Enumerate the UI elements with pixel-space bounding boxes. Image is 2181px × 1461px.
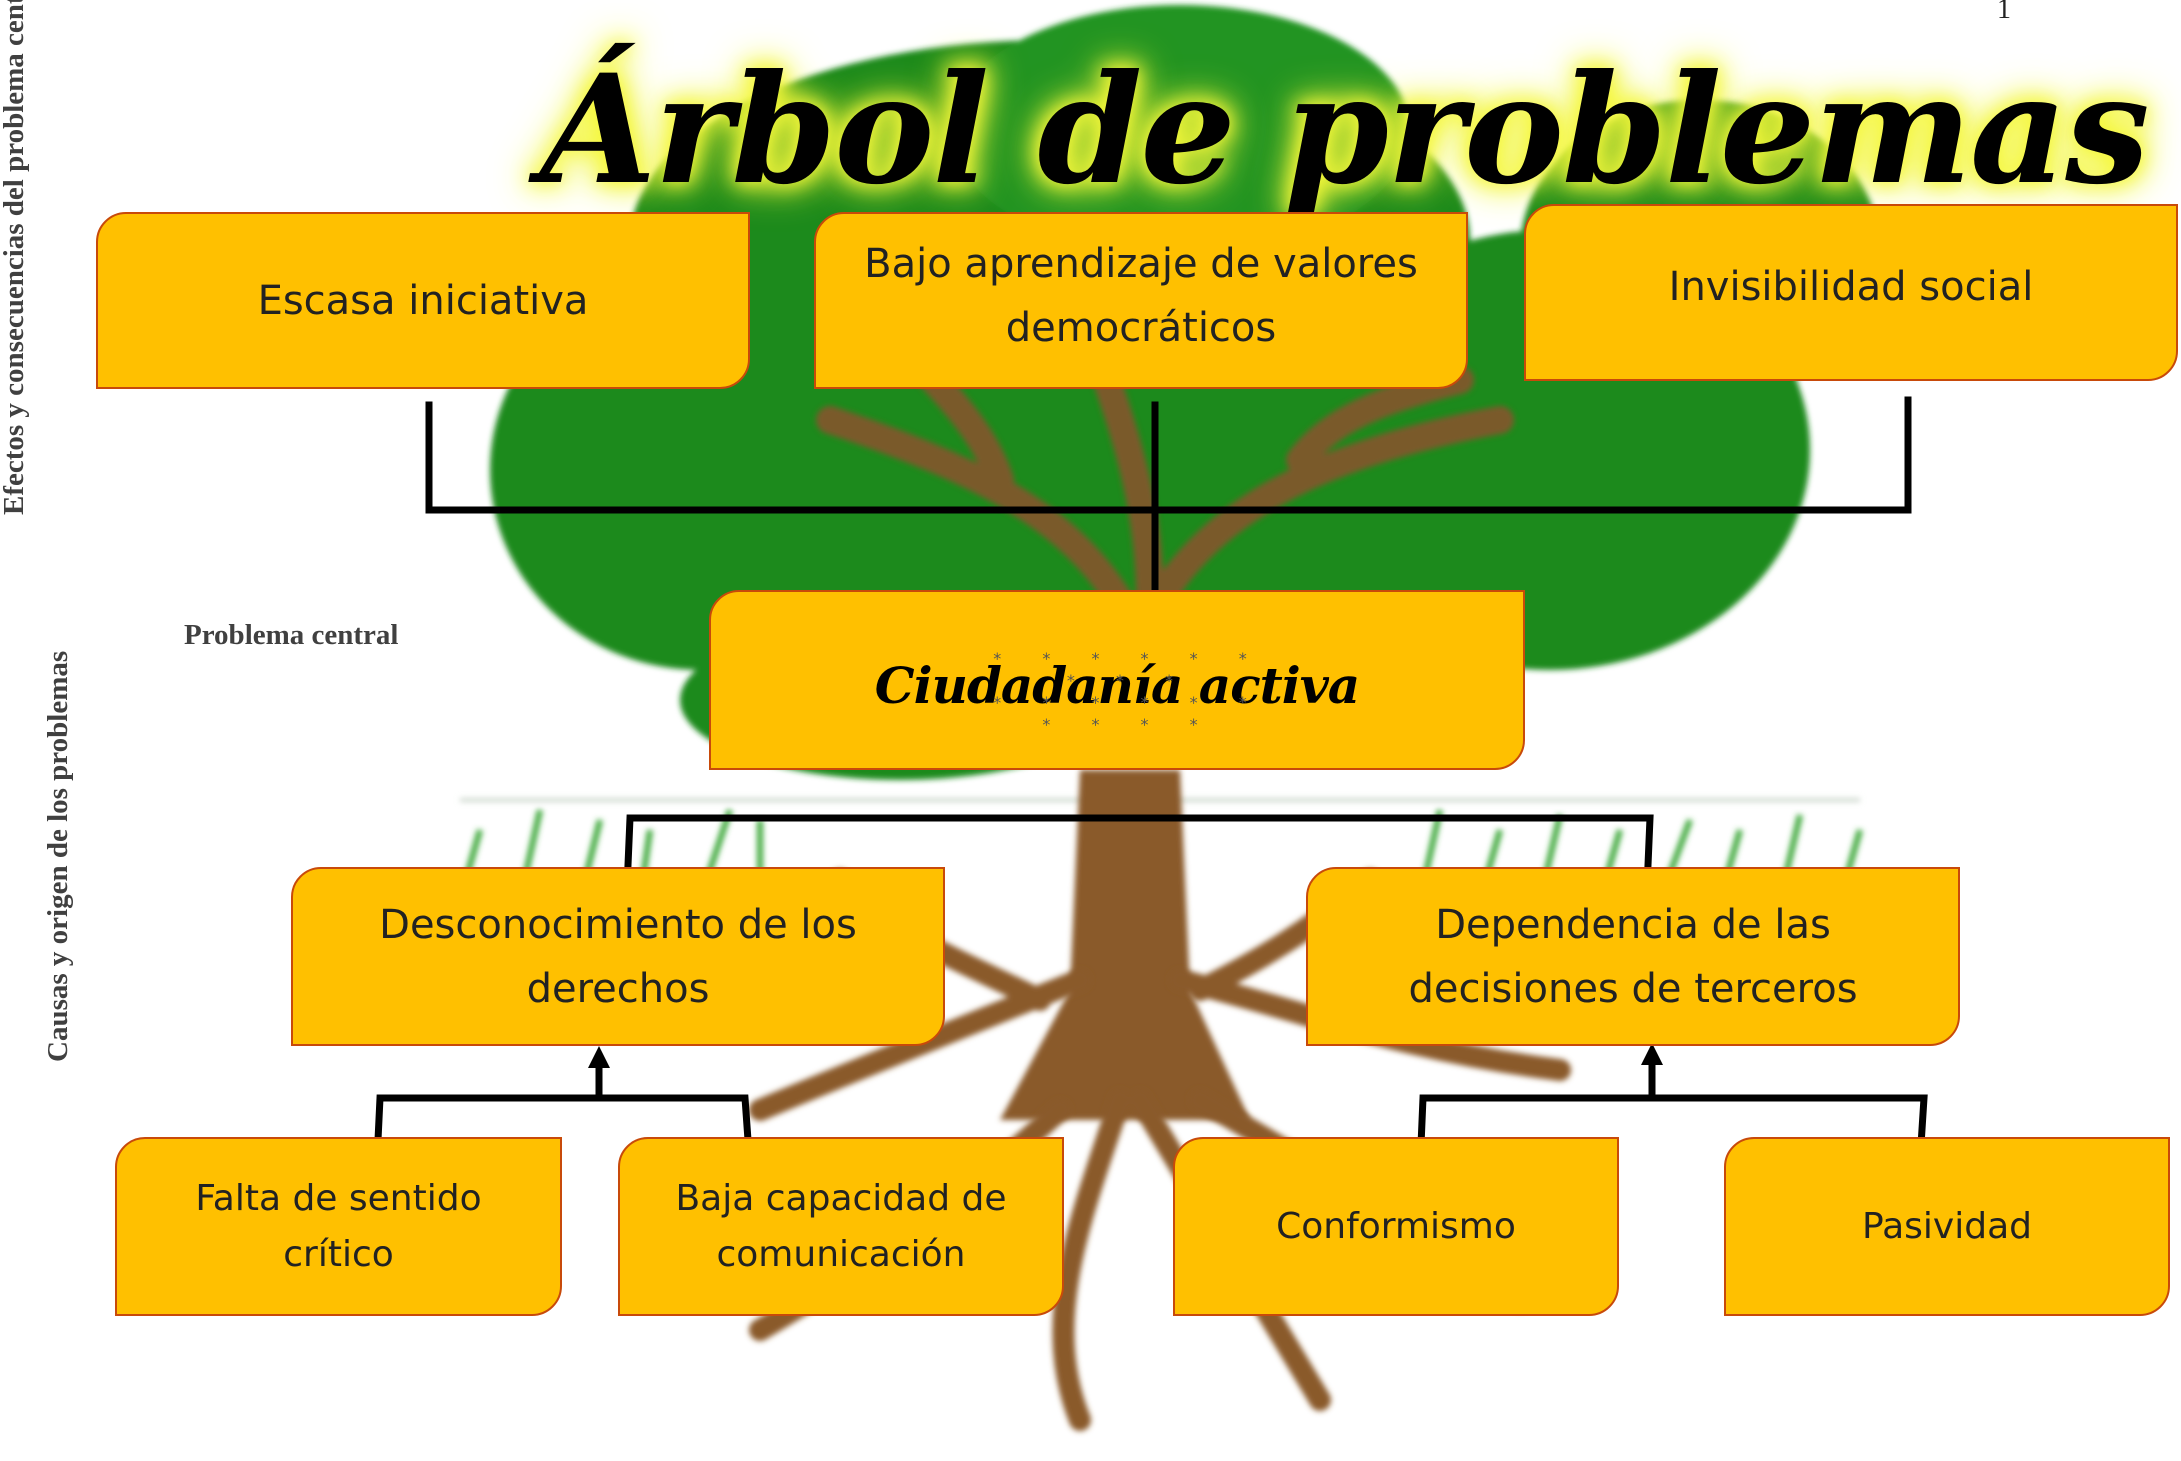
cause-box-1: Desconocimiento de los derechos [291,867,945,1046]
root-cause-box-1: Falta de sentido crítico [115,1137,562,1316]
root-cause-box-2: Baja capacidad de comunicación [618,1137,1064,1316]
tree-trunk [1000,770,1250,1120]
central-problem-section-label: Problema central [184,619,399,651]
central-problem-box: Ciudadanía activa * * * * * * * * ** * *… [709,590,1525,770]
causes-bracket [624,814,1654,869]
central-problem-text: Ciudadanía activa [874,656,1360,715]
cause-box-2: Dependencia de las decisiones de tercero… [1306,867,1960,1046]
right-roots-arrowhead [1641,1043,1663,1065]
right-roots-bracket [1417,1094,1928,1149]
effect-box-2: Bajo aprendizaje de valores democráticos [814,212,1468,389]
effect-box-3: Invisibilidad social [1524,204,2178,381]
root-cause-box-4: Pasividad [1724,1137,2170,1316]
effects-bracket [425,396,1912,514]
effect-box-1: Escasa iniciativa [96,212,750,389]
root-cause-box-3: Conformismo [1173,1137,1619,1316]
page-number: 1 [1997,0,2011,25]
left-roots-arrowhead [588,1046,610,1068]
left-roots-bracket [374,1094,752,1144]
